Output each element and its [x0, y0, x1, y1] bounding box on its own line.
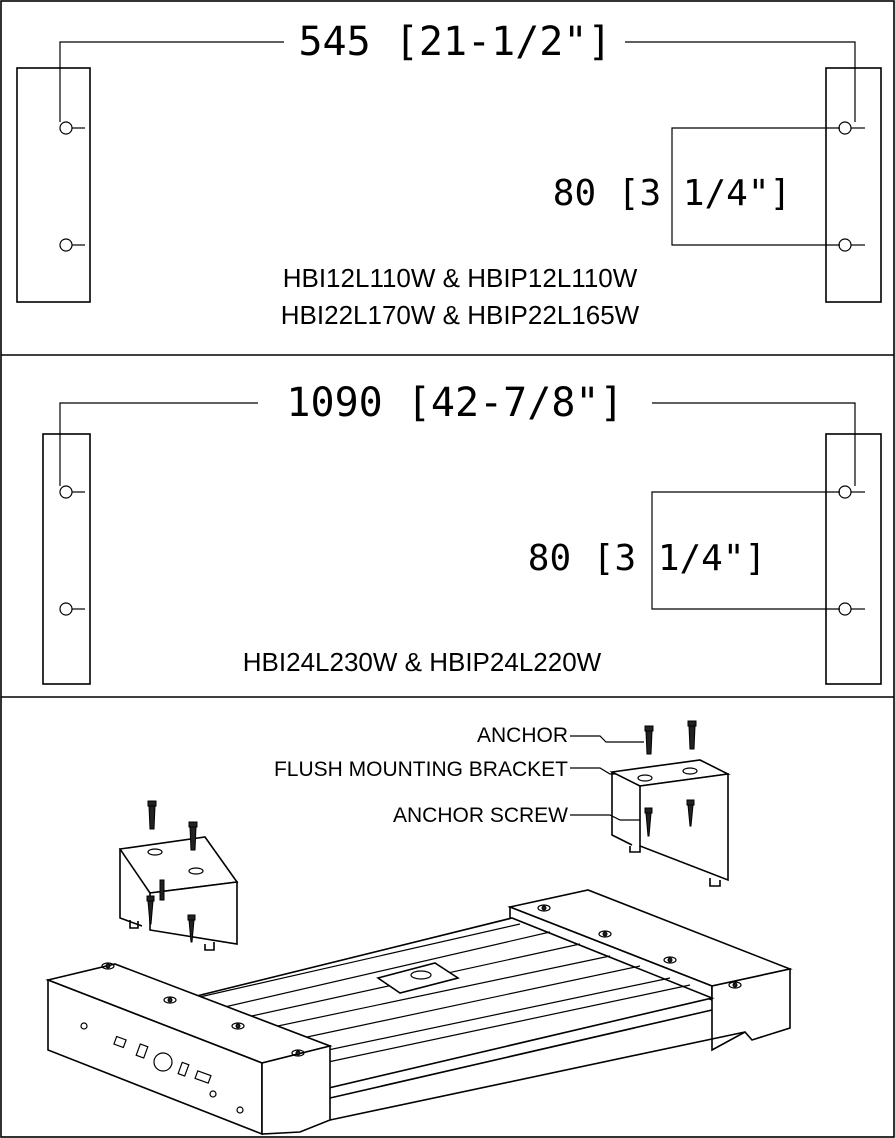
anchor-icon: [188, 821, 198, 851]
left-bracket-plate: [16, 67, 91, 303]
bolt: [537, 904, 551, 912]
bolt: [101, 962, 115, 970]
hole-spacing-dimension-line: [671, 127, 840, 246]
anchor-icon: [644, 725, 654, 755]
panel-1: 545 [21-1/2"] 80 [3 1/4"] HBI12L110W & H…: [16, 19, 882, 330]
left-bracket-plate: [42, 433, 91, 685]
span-dimension-line-left: [59, 402, 258, 486]
screw-leader-line: [570, 814, 640, 821]
bolt: [291, 1049, 305, 1057]
flush-mounting-bracket-right: [609, 759, 731, 887]
bracket-callout: FLUSH MOUNTING BRACKET: [274, 758, 568, 781]
span-dimension-line-right: [652, 402, 856, 486]
keyhole-slot: [838, 121, 865, 135]
hole-spacing-label: 80 [3 1/4"]: [553, 173, 791, 214]
high-bay-fixture: [45, 889, 793, 1136]
keyhole-slot: [59, 485, 85, 499]
panel-2: 1090 [42-7/8"] 80 [3 1/4"] HBI24L230W & …: [42, 380, 882, 685]
keyhole-slot: [838, 485, 865, 499]
screw-callout: ANCHOR SCREW: [393, 804, 568, 827]
anchor-screw-icon: [187, 914, 196, 943]
span-dimension-line-right: [625, 41, 856, 122]
anchor-screw-icon: [644, 807, 653, 837]
panel-3: ANCHOR FLUSH MOUNTING BRACKET ANCHOR SCR…: [45, 720, 793, 1136]
bolt: [598, 930, 612, 938]
model-label: HBI12L110W & HBIP12L110W: [283, 263, 638, 293]
flush-mounting-bracket-left: [118, 836, 239, 951]
span-dimension-line-left: [59, 41, 284, 122]
bolt: [728, 981, 742, 989]
model-label: HBI22L170W & HBIP22L165W: [281, 300, 640, 330]
right-bracket-plate: [825, 433, 882, 685]
span-dimension-label: 1090 [42-7/8"]: [286, 380, 623, 426]
bolt: [663, 956, 677, 964]
hole-spacing-dimension-line: [651, 491, 840, 610]
keyhole-slot: [59, 238, 85, 252]
bolt: [163, 996, 177, 1004]
right-bracket-plate: [825, 67, 882, 303]
anchor-leader-line: [570, 735, 644, 743]
model-label: HBI24L230W & HBIP24L220W: [243, 647, 602, 677]
keyhole-slot: [59, 121, 85, 135]
anchor-icon: [687, 720, 697, 750]
keyhole-slot: [838, 602, 865, 616]
span-dimension-label: 545 [21-1/2"]: [298, 19, 611, 65]
bolt: [231, 1022, 245, 1030]
anchor-screw-icon: [686, 799, 695, 827]
keyhole-slot: [59, 602, 85, 616]
anchor-icon: [147, 800, 157, 830]
keyhole-slot: [838, 238, 865, 252]
anchor-screw-icon: [146, 895, 155, 925]
anchor-callout: ANCHOR: [477, 724, 568, 747]
hole-spacing-label: 80 [3 1/4"]: [528, 538, 766, 579]
